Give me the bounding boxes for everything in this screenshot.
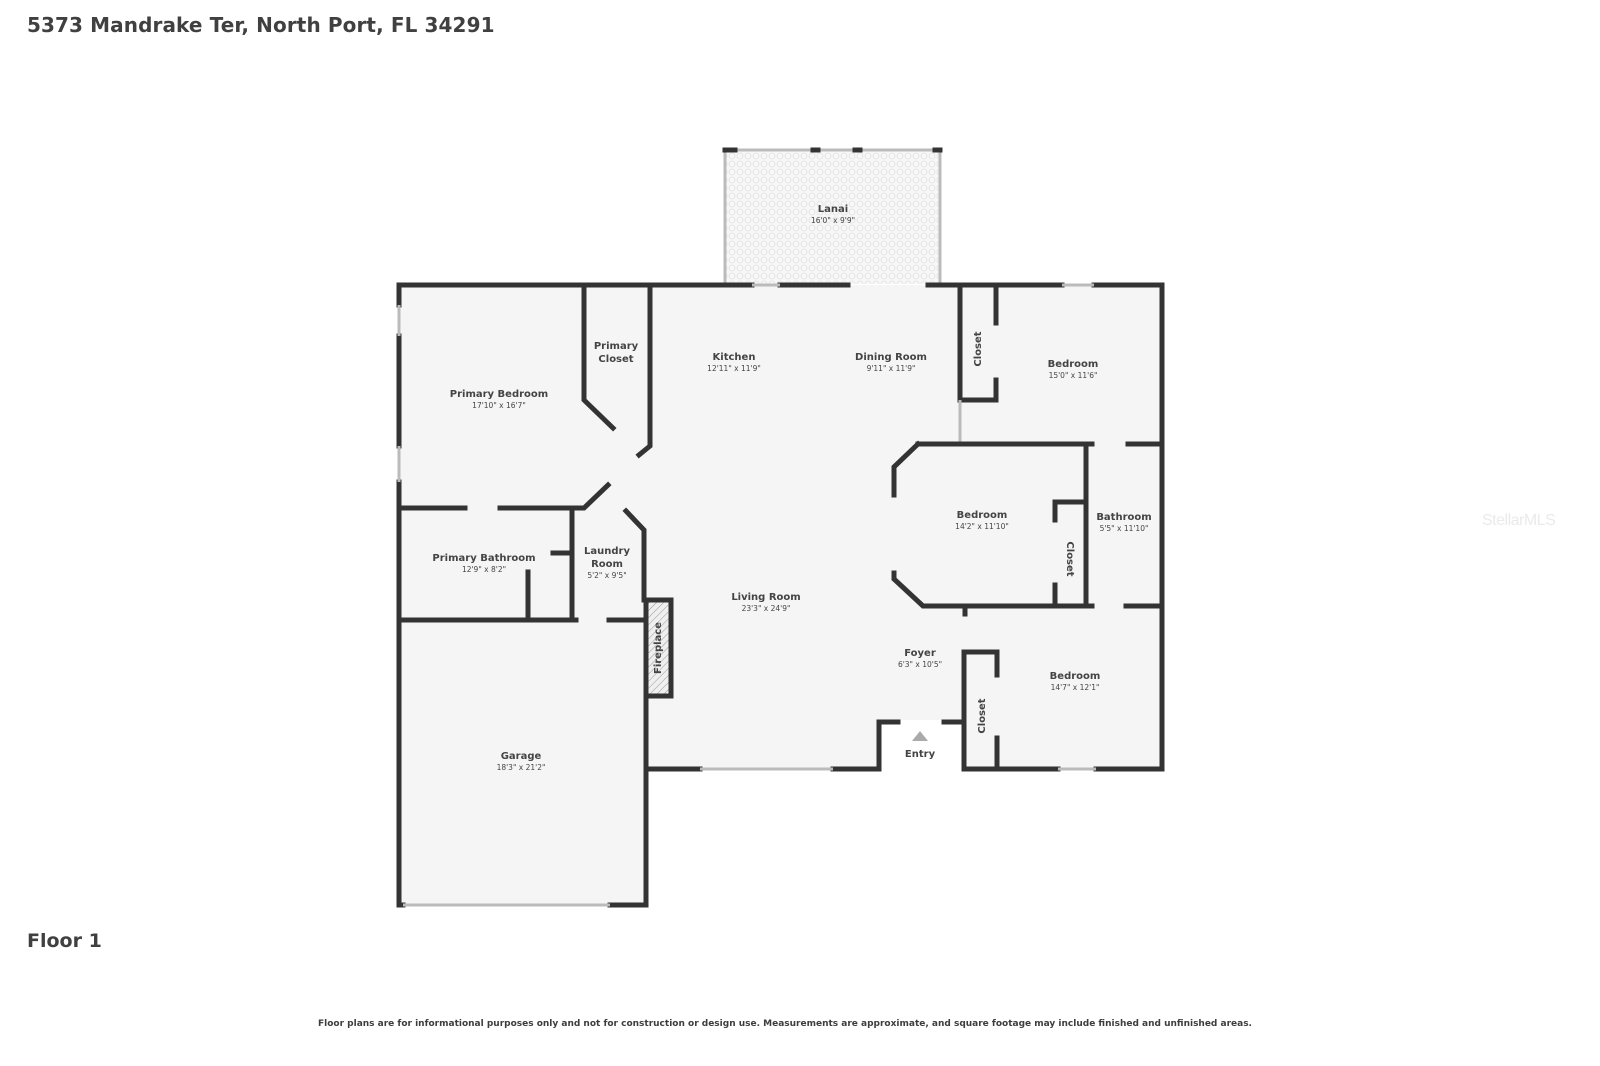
garage-label: Garage xyxy=(501,751,542,762)
watermark-logo: StellarMLS xyxy=(1482,512,1556,529)
entry-marker: Entry xyxy=(905,731,936,760)
laundry-room-label: Laundry xyxy=(584,546,630,557)
foyer-dims: 6'3" x 10'5" xyxy=(898,660,942,669)
bathroom-label: Bathroom xyxy=(1096,512,1151,523)
primary-closet-label-2: Closet xyxy=(598,354,633,365)
closet-mid-label: Closet xyxy=(1064,541,1075,576)
primary-closet-label: Primary xyxy=(594,341,639,352)
entry-arrow-icon xyxy=(912,731,928,741)
lanai-floor xyxy=(725,150,940,284)
disclaimer: Floor plans are for informational purpos… xyxy=(318,1019,1252,1029)
bedroom-ne-dims: 15'0" x 11'6" xyxy=(1049,371,1098,380)
bedroom-mid-label: Bedroom xyxy=(957,510,1008,521)
bedroom-se-label: Bedroom xyxy=(1050,671,1101,682)
dining-room-label: Dining Room xyxy=(855,352,927,363)
entry-label: Entry xyxy=(905,749,936,760)
floor-fill xyxy=(399,150,1162,905)
interior-walls xyxy=(396,282,1165,623)
dining-room-dims: 9'11" x 11'9" xyxy=(867,364,916,373)
kitchen-dims: 12'11" x 11'9" xyxy=(707,364,761,373)
closet-ne-label: Closet xyxy=(973,331,984,366)
living-room-label: Living Room xyxy=(731,592,800,603)
primary-bathroom-dims: 12'9" x 8'2" xyxy=(462,565,506,574)
floor-label: Floor 1 xyxy=(27,930,102,952)
fireplace: Fireplace xyxy=(643,597,674,699)
foyer-label: Foyer xyxy=(904,648,936,659)
bedroom-mid-dims: 14'2" x 11'10" xyxy=(955,522,1009,531)
laundry-room-label-2: Room xyxy=(591,559,623,570)
laundry-room-dims: 5'2" x 9'5" xyxy=(587,571,626,580)
property-address: 5373 Mandrake Ter, North Port, FL 34291 xyxy=(27,13,495,37)
room-labels: Lanai 16'0" x 9'9" Primary Bedroom 17'10… xyxy=(432,204,1151,772)
closet-se-label: Closet xyxy=(977,698,988,733)
bedroom-se-dims: 14'7" x 12'1" xyxy=(1051,683,1100,692)
kitchen-label: Kitchen xyxy=(713,352,756,363)
lanai xyxy=(722,147,943,284)
svg-text:Fireplace: Fireplace xyxy=(653,622,664,674)
garage-dims: 18'3" x 21'2" xyxy=(497,763,546,772)
bathroom-dims: 5'5" x 11'10" xyxy=(1100,524,1149,533)
primary-bedroom-label: Primary Bedroom xyxy=(450,389,548,400)
living-room-dims: 23'3" x 24'9" xyxy=(742,604,791,613)
lanai-dims: 16'0" x 9'9" xyxy=(811,216,855,225)
primary-bathroom-label: Primary Bathroom xyxy=(432,553,535,564)
lanai-label: Lanai xyxy=(818,204,848,215)
exterior-walls xyxy=(396,282,1165,908)
primary-bedroom-dims: 17'10" x 16'7" xyxy=(472,401,526,410)
bedroom-ne-label: Bedroom xyxy=(1048,359,1099,370)
